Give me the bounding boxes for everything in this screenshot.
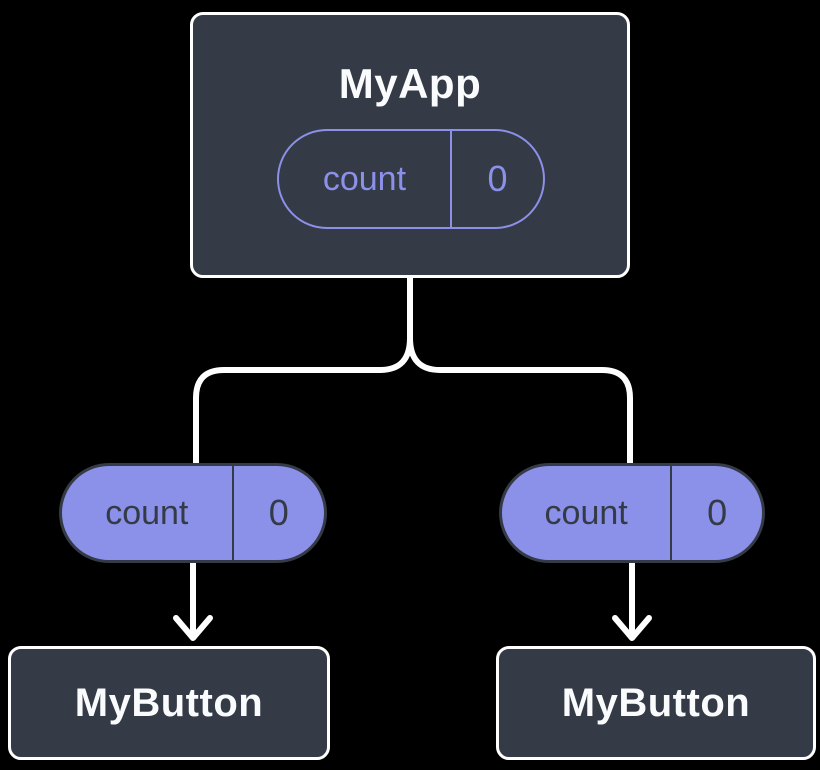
prop-pill-left: count 0: [59, 463, 327, 563]
component-name-label: MyButton: [561, 680, 751, 725]
prop-pill-right: count 0: [499, 463, 765, 563]
node-myapp: MyApp: [190, 12, 630, 278]
state-name: count: [279, 131, 452, 227]
connector-branch-left: [193, 335, 413, 468]
prop-value: 0: [268, 492, 289, 533]
node-mybutton-right: MyButton: [496, 646, 816, 760]
prop-name: count: [502, 466, 673, 560]
node-mybutton-left: MyButton: [8, 646, 330, 760]
connector-branch-right: [407, 335, 633, 468]
prop-value: 0: [707, 492, 728, 533]
component-name-label: MyApp: [338, 60, 482, 107]
state-value: 0: [487, 158, 508, 199]
prop-name: count: [62, 466, 234, 560]
state-pill-myapp: count 0: [277, 129, 545, 229]
prop-arrowhead-right: [612, 615, 652, 641]
component-name-label: MyButton: [74, 680, 264, 725]
prop-arrowhead-left: [173, 615, 213, 641]
